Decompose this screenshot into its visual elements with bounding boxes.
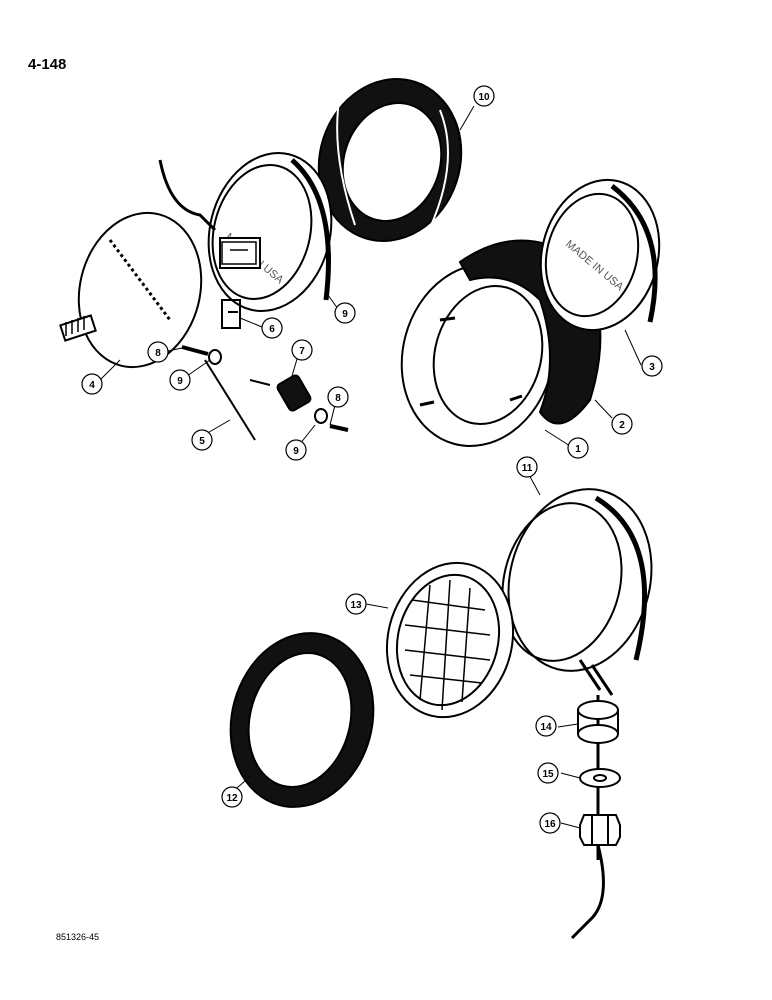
part-3-sealed-beam-lamp: MADE IN USA (539, 178, 661, 332)
part-5-ground-wire (204, 359, 271, 441)
svg-text:9: 9 (177, 376, 183, 387)
part-17-nut (579, 814, 621, 846)
part-8-screw-upper (181, 345, 209, 356)
svg-text:12: 12 (226, 793, 238, 804)
svg-text:14: 14 (540, 722, 552, 733)
part-12-lamp-housing (501, 488, 653, 696)
callout-8-lower: 8 (327, 386, 349, 408)
callout-7: 7 (291, 339, 313, 361)
svg-text:2: 2 (619, 420, 625, 431)
callout-11: 10 (473, 85, 495, 107)
svg-text:16: 16 (544, 819, 556, 830)
part-10-housing-shell: MADE IN USA (207, 152, 333, 312)
callout-15: 14 (535, 715, 557, 737)
svg-text:7: 7 (299, 346, 305, 357)
page-number: 4-148 (28, 56, 67, 73)
callout-8-upper: 8 (147, 341, 169, 363)
svg-text:8: 8 (335, 393, 341, 404)
callout-12: 11 (516, 456, 538, 478)
part-11-rubber-ring (317, 78, 463, 242)
lamp-lead-wire (570, 844, 605, 940)
callout-9-lower: 9 (285, 439, 307, 461)
leader-lines (99, 105, 642, 829)
svg-text:9: 9 (293, 446, 299, 457)
callout-2: 2 (611, 413, 633, 435)
callout-6: 6 (261, 317, 283, 339)
part-15-spacer (577, 700, 619, 744)
callout-10: 9 (334, 302, 356, 324)
callout-16: 15 (537, 762, 559, 784)
callout-1: 1 (567, 437, 589, 459)
part-14-lens (385, 561, 515, 719)
part-16-washer (579, 768, 621, 788)
svg-text:6: 6 (269, 324, 275, 335)
callout-14: 13 (345, 593, 367, 615)
part-4-back-cover (59, 211, 203, 369)
callouts: 10 9 6 8 4 9 5 7 8 9 1 2 3 11 13 12 14 1… (81, 85, 663, 834)
callout-5: 5 (191, 429, 213, 451)
callout-3: 3 (641, 355, 663, 377)
figure-code: 851326-45 (56, 932, 100, 942)
wire-lead (158, 159, 217, 232)
svg-text:13: 13 (350, 600, 362, 611)
svg-text:3: 3 (649, 362, 655, 373)
svg-text:9: 9 (342, 309, 348, 320)
part-7-connector (276, 374, 312, 412)
callout-9-upper: 9 (169, 369, 191, 391)
svg-text:8: 8 (155, 348, 161, 359)
part-6-clip (221, 299, 241, 329)
part-13-rubber-ring (229, 632, 375, 808)
svg-text:1: 1 (575, 444, 581, 455)
callout-4: 4 (81, 373, 103, 395)
callout-17: 16 (539, 812, 561, 834)
part-9-washer-upper (208, 349, 222, 365)
svg-text:11: 11 (522, 463, 533, 474)
part-9-washer-lower (314, 408, 328, 424)
callout-13: 12 (221, 786, 243, 808)
svg-text:15: 15 (542, 769, 554, 780)
svg-text:10: 10 (478, 92, 490, 103)
svg-text:4: 4 (89, 380, 95, 391)
svg-text:5: 5 (199, 436, 205, 447)
part-8-screw-lower (329, 424, 349, 432)
